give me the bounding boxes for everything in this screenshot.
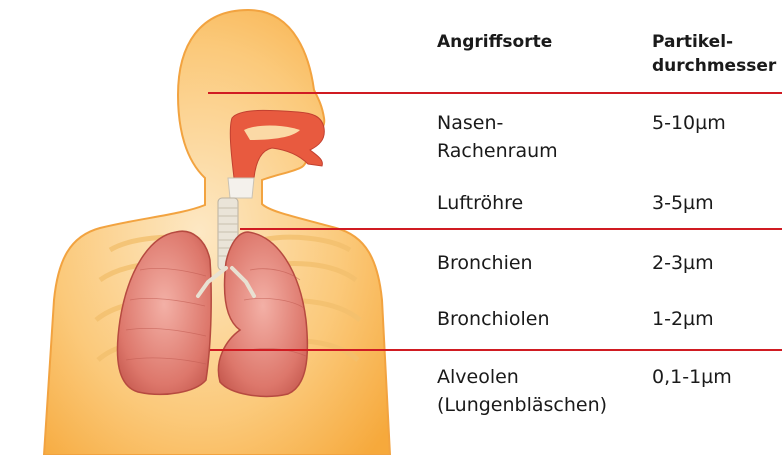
size-bronchi: 2-3µm [652, 250, 714, 276]
site-nasopharynx-line1: Nasen- [437, 110, 503, 136]
larynx [228, 178, 254, 198]
body-silhouette [44, 10, 390, 455]
divider-alveoli [210, 349, 782, 351]
size-alveoli: 0,1-1µm [652, 364, 732, 390]
size-bronchioles: 1-2µm [652, 306, 714, 332]
site-bronchioles: Bronchiolen [437, 306, 550, 332]
size-trachea: 3-5µm [652, 190, 714, 216]
column-header-size-line2: durchmesser [652, 54, 776, 78]
site-bronchi: Bronchien [437, 250, 533, 276]
site-trachea: Luftröhre [437, 190, 523, 216]
column-header-size-line1: Partikel- [652, 30, 733, 54]
site-alveoli-line2: (Lungenbläschen) [437, 392, 607, 418]
column-header-site: Angriffsorte [437, 30, 552, 54]
divider-trachea [240, 228, 782, 230]
site-alveoli-line1: Alveolen [437, 364, 519, 390]
site-nasopharynx-line2: Rachenraum [437, 138, 558, 164]
size-nasopharynx: 5-10µm [652, 110, 726, 136]
divider-nasopharynx [208, 92, 782, 94]
